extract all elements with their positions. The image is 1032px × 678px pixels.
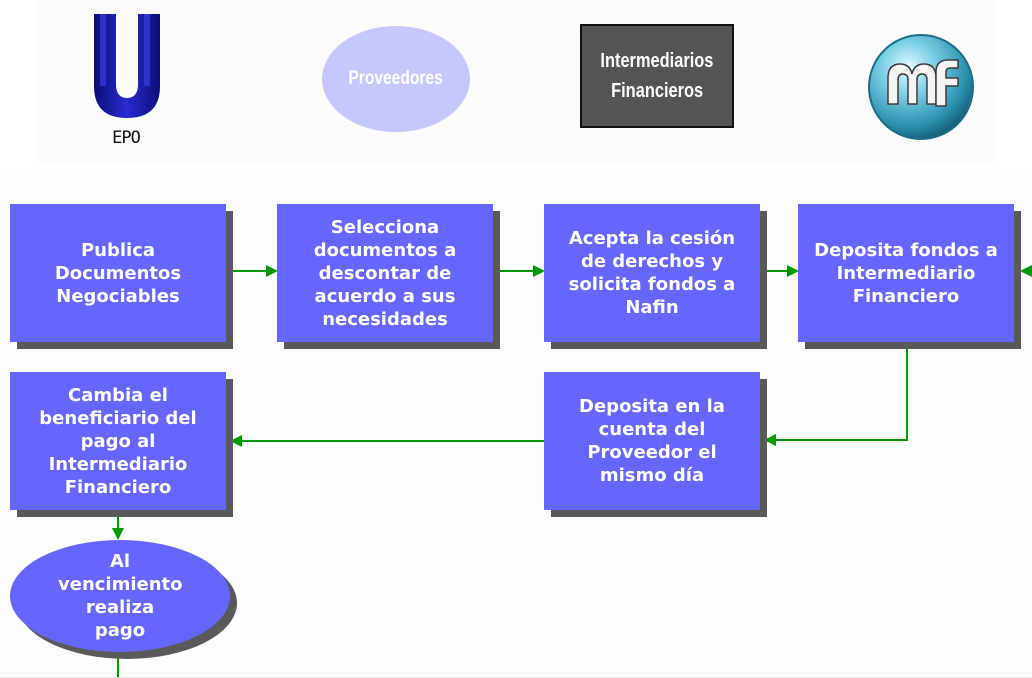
epo-label: EPO xyxy=(112,128,141,148)
step-vencimiento-label: Al vencimiento realiza pago xyxy=(58,551,183,641)
step-deposita-fondos-if: Deposita fondos a Intermediario Financie… xyxy=(798,204,1014,342)
step-cambia-label: Cambia el beneficiario del pago al Inter… xyxy=(39,384,197,498)
step-vencimiento-pago: Al vencimiento realiza pago xyxy=(10,540,230,652)
step-deposita-cuenta-proveedor: Deposita en la cuenta del Proveedor el m… xyxy=(544,372,760,510)
proveedores-label: Proveedores xyxy=(348,68,444,89)
actors-band xyxy=(36,0,996,162)
step-selecciona-documentos: Selecciona documentos a descontar de acu… xyxy=(277,204,493,342)
nafin-globe-icon xyxy=(868,34,974,140)
proveedores-actor: Proveedores xyxy=(322,26,470,132)
step-cambia-beneficiario: Cambia el beneficiario del pago al Inter… xyxy=(10,372,226,510)
epo-u-icon xyxy=(94,14,160,118)
step-publica-documentos: Publica Documentos Negociables xyxy=(10,204,226,342)
step-deposita-cuenta-label: Deposita en la cuenta del Proveedor el m… xyxy=(579,396,725,486)
step-selecciona-label: Selecciona documentos a descontar de acu… xyxy=(313,216,457,330)
intermediarios-label-line1: Intermediarios xyxy=(600,50,714,72)
step-acepta-cesion: Acepta la cesión de derechos y solicita … xyxy=(544,204,760,342)
intermediarios-label-line2: Financieros xyxy=(610,80,704,102)
step-deposita-if-label: Deposita fondos a Intermediario Financie… xyxy=(814,239,998,307)
step-acepta-label: Acepta la cesión de derechos y solicita … xyxy=(568,228,736,318)
intermediarios-actor: Intermediarios Financieros xyxy=(580,24,734,128)
step-publica-label: Publica Documentos Negociables xyxy=(54,239,182,307)
arrow-4-5 xyxy=(764,342,908,446)
